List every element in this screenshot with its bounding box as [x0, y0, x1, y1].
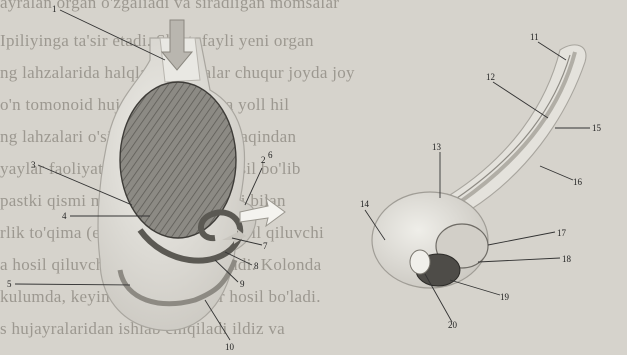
label-1: 1 — [52, 4, 57, 14]
label-19: 19 — [500, 292, 510, 302]
label-17: 17 — [557, 228, 567, 238]
label-5: 5 — [7, 279, 12, 289]
label-9: 9 — [240, 279, 245, 289]
label-14: 14 — [360, 199, 370, 209]
leader-line — [478, 258, 560, 262]
left-figure — [15, 10, 285, 340]
leader-line — [450, 280, 500, 295]
label-4: 4 — [62, 211, 67, 221]
label-7: 7 — [263, 241, 268, 251]
leader-line — [540, 166, 573, 180]
label-11: 11 — [530, 32, 539, 42]
leader-line — [60, 10, 165, 60]
label-20: 20 — [448, 320, 458, 330]
label-15: 15 — [592, 123, 602, 133]
right-figure — [365, 42, 590, 322]
label-8: 8 — [254, 261, 259, 271]
label-16: 16 — [573, 177, 583, 187]
label-10: 10 — [225, 342, 235, 352]
label-2: 2 — [261, 155, 266, 165]
label-13: 13 — [432, 142, 442, 152]
leader-line — [245, 168, 262, 205]
label-12: 12 — [486, 72, 495, 82]
leader-line — [493, 82, 548, 118]
label-6: 6 — [268, 150, 273, 160]
labels: 1 2 3 4 5 6 7 8 9 10 11 12 13 14 15 16 1… — [7, 4, 602, 352]
label-18: 18 — [562, 254, 572, 264]
leader-line — [488, 232, 555, 245]
leader-line — [205, 300, 230, 340]
label-3: 3 — [31, 160, 36, 170]
light-core — [410, 250, 430, 274]
